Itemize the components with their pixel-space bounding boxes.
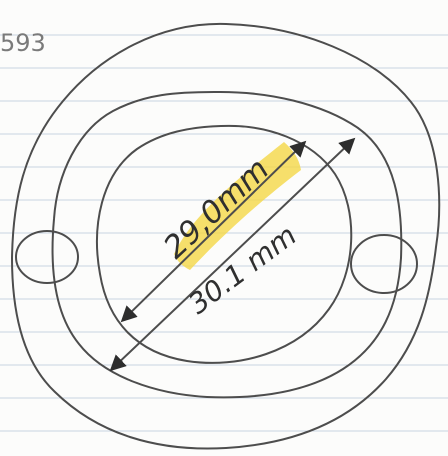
bore-outline bbox=[96, 124, 353, 364]
outer-flange-outline bbox=[11, 22, 441, 450]
corner-note: 593 bbox=[0, 29, 46, 57]
outer-diameter-arrow bbox=[109, 137, 356, 372]
right-bolt-hole bbox=[350, 234, 418, 294]
left-bolt-hole bbox=[15, 230, 79, 284]
gasket-ring-outline bbox=[51, 90, 403, 399]
